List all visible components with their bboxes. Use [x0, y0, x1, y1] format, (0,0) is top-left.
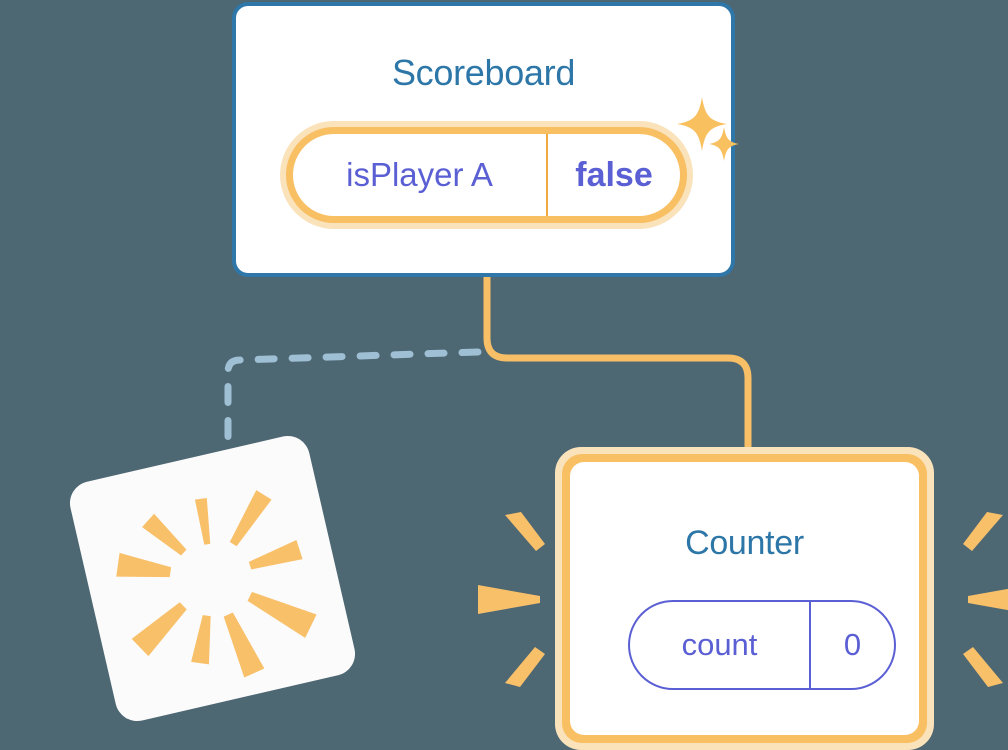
counter-card[interactable]: Counter count 0: [555, 447, 934, 750]
counter-right-burst-icon: [963, 512, 1008, 687]
scoreboard-pill-body: isPlayer A false: [293, 134, 680, 216]
counter-state-value: 0: [843, 627, 862, 662]
counter-left-burst-icon: [478, 512, 545, 687]
blank-card-burst-icon: [116, 490, 317, 678]
sparkle-large-icon: [677, 97, 727, 151]
page-title-counter: Counter: [685, 524, 804, 562]
counter-state-key: count: [681, 627, 758, 662]
scoreboard-card[interactable]: Scoreboard isPlayer A false: [232, 2, 735, 277]
scoreboard-pill-ring: isPlayer A false: [286, 127, 687, 223]
scoreboard-to-counter-wire: [483, 277, 752, 470]
counter-card-body: Counter count 0: [570, 462, 919, 735]
scoreboard-state-pill[interactable]: isPlayer A false: [280, 121, 693, 229]
counter-state-pill[interactable]: count 0: [628, 600, 896, 690]
counter-card-ring: Counter count 0: [562, 454, 927, 743]
scoreboard-state-value: false: [575, 155, 653, 194]
page-title-scoreboard: Scoreboard: [391, 52, 576, 93]
pill-divider: [546, 134, 548, 216]
sparkle-small-icon: [709, 127, 739, 161]
scoreboard-to-blank-card-wire: [224, 348, 482, 474]
scoreboard-state-key: isPlayer A: [346, 156, 493, 193]
pill-divider: [809, 602, 811, 688]
